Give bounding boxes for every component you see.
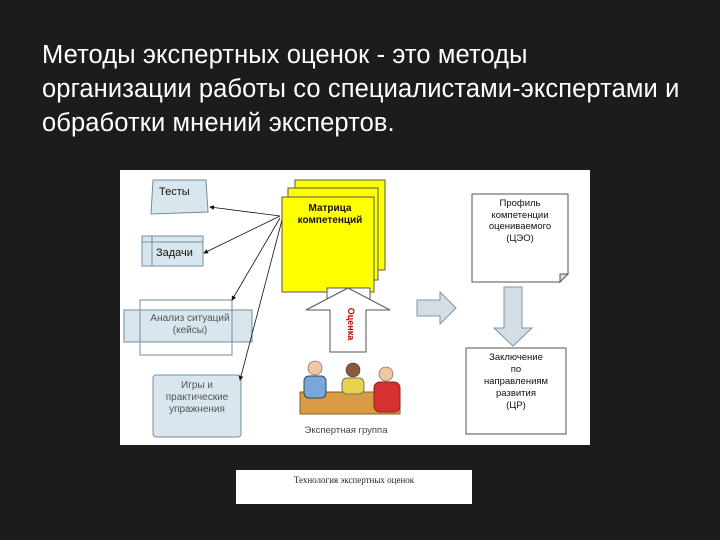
profile-line-1: Профиль xyxy=(499,198,541,209)
conclusion-line-3: направлениям xyxy=(483,376,549,387)
conclusion-label: Заключение по направлениям развития (ЦР) xyxy=(467,352,565,412)
assessment-arrow xyxy=(305,287,391,353)
profile-line-3: оцениваемого xyxy=(488,221,552,232)
profile-line-4: (ЦЭО) xyxy=(506,232,534,244)
profile-box xyxy=(471,193,570,284)
expert-group-illustration xyxy=(299,360,401,415)
figure-caption: Технология экспертных оценок xyxy=(236,470,472,504)
connection-arrows xyxy=(203,205,283,381)
conclusion-line-5: (ЦР) xyxy=(506,400,526,411)
matrix-line-1: Матрица xyxy=(308,203,352,214)
games-line-3: упражнения xyxy=(169,404,225,415)
slide-title: Методы экспертных оценок - это методы ор… xyxy=(42,41,680,137)
tests-box xyxy=(150,179,209,215)
diagram-graphics xyxy=(123,179,570,438)
situations-box xyxy=(123,299,253,356)
profile-label: Профиль компетенции оцениваемого (ЦЭО) xyxy=(473,198,567,244)
conclusion-line-2: по xyxy=(510,364,522,375)
tasks-label: Задачи xyxy=(156,247,193,259)
conclusion-line-4: развития xyxy=(496,388,536,399)
matrix-label: Матрица компетенций xyxy=(286,203,374,227)
games-label: Игры и практические упражнения xyxy=(156,380,238,416)
expert-group-label: Экспертная группа xyxy=(304,425,388,436)
games-line-2: практические xyxy=(165,392,229,403)
conclusion-box xyxy=(465,347,567,435)
expert-assessment-diagram: Тесты Задачи Анализ ситуаций (кейсы) Игр… xyxy=(120,170,590,445)
conclusion-line-1: Заключение xyxy=(489,352,543,363)
matrix-line-2: компетенций xyxy=(297,215,363,226)
right-arrow xyxy=(416,290,457,326)
competency-matrix-stack xyxy=(281,179,386,293)
tests-label: Тесты xyxy=(159,186,190,198)
games-line-1: Игры и xyxy=(181,380,213,391)
down-arrow xyxy=(492,286,534,347)
profile-line-2: компетенции xyxy=(491,209,549,221)
situations-label: Анализ ситуаций (кейсы) xyxy=(150,313,230,336)
games-box xyxy=(152,374,242,438)
assessment-label: Оценка xyxy=(346,307,356,341)
tasks-box xyxy=(141,235,204,267)
